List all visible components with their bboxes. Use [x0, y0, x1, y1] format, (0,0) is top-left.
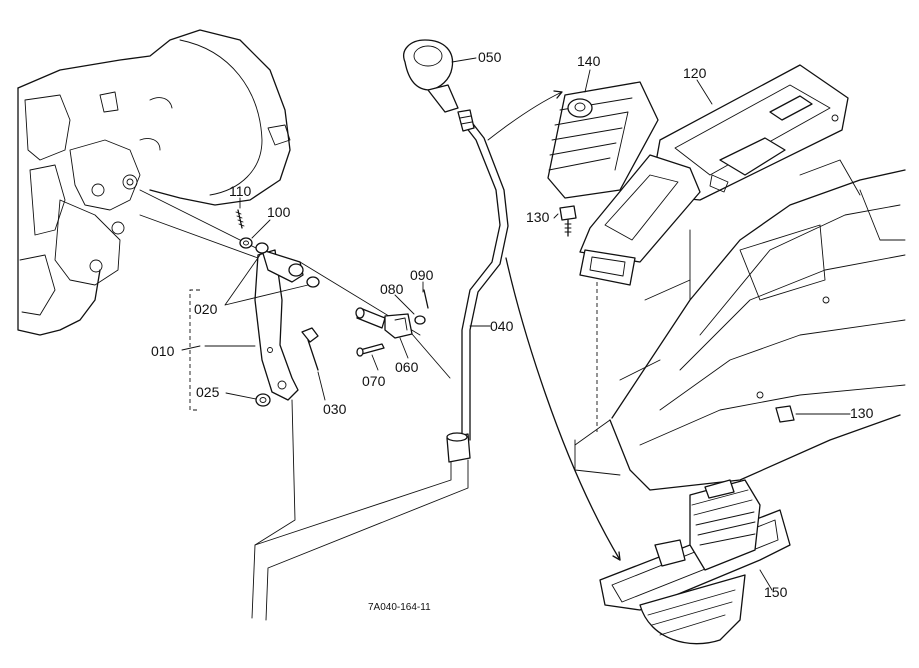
label-030: 030: [323, 401, 347, 417]
bolt-030: [301, 327, 319, 371]
label-100: 100: [267, 204, 291, 220]
label-050: 050: [478, 49, 502, 65]
label-060: 060: [395, 359, 419, 375]
rod-guide-lines: [251, 399, 469, 621]
console-cover-120: [579, 64, 849, 286]
label-040: 040: [490, 318, 514, 334]
label-130-upper: 130: [526, 209, 550, 225]
shift-boot-140: [547, 81, 659, 199]
label-140: 140: [577, 53, 601, 69]
shift-boot-150: [599, 479, 791, 645]
shift-lever-040: [446, 109, 509, 463]
label-090: 090: [410, 267, 434, 283]
cab-floor-panel: [574, 159, 906, 491]
shift-knob-050: [403, 39, 459, 113]
pivot-pin-080: [355, 307, 386, 329]
label-070: 070: [362, 373, 386, 389]
label-010: 010: [151, 343, 175, 359]
spring-pin-110: [235, 209, 245, 229]
callout-arrows: [487, 90, 621, 561]
label-020: 020: [194, 301, 218, 317]
label-150: 150: [764, 584, 788, 600]
label-120: 120: [683, 65, 707, 81]
label-130-lower: 130: [850, 405, 874, 421]
leader-lines: [181, 57, 773, 591]
clevis-060: [384, 313, 413, 339]
part-labels: 050 140 120 110 100 130 020 080 090 040 …: [151, 49, 874, 613]
label-025: 025: [196, 384, 220, 400]
bolt-130-upper: [559, 205, 577, 237]
drawing-reference: 7A040-164-11: [368, 602, 431, 613]
transmission-housing: [17, 29, 291, 336]
bolt-130-lower: [775, 405, 851, 423]
spring-pin-090: [414, 289, 429, 325]
label-110: 110: [229, 183, 252, 199]
washer-100: [239, 237, 253, 249]
shift-lever-bracket-010: [139, 189, 304, 411]
nut-025: [255, 393, 271, 407]
clevis-pin-070: [356, 333, 451, 379]
label-080: 080: [380, 281, 404, 297]
